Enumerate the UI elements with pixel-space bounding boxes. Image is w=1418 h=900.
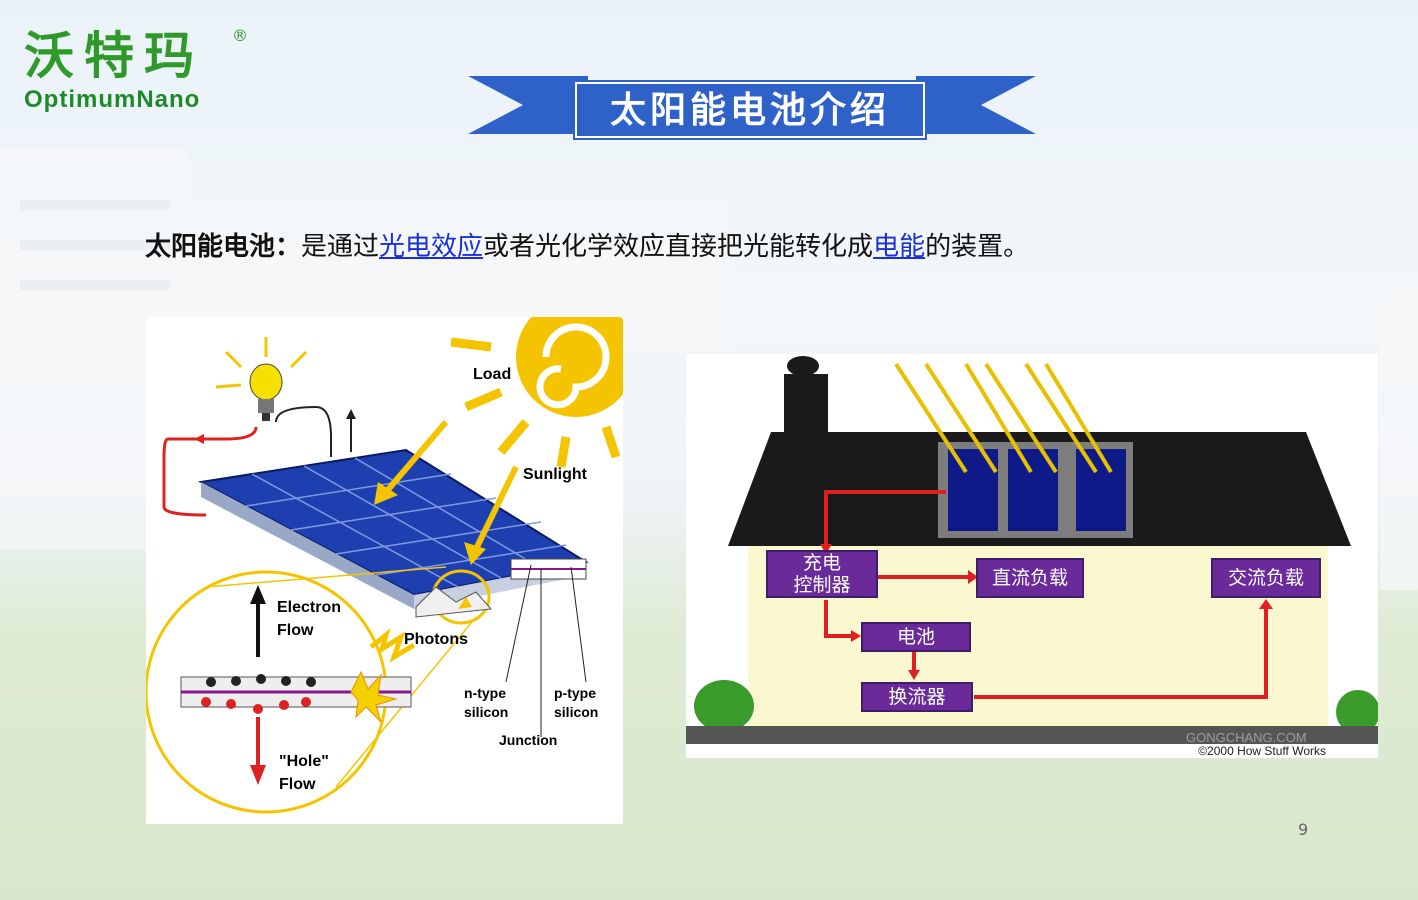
logo-chinese-name: 沃特玛 [24, 26, 204, 85]
page-number: 9 [1298, 820, 1309, 839]
solar-house-diagram: ©2000 How Stuff Works GONGCHANG.COM 充电 控… [686, 354, 1378, 758]
definition-term: 太阳能电池： [145, 232, 302, 262]
label-sunlight: Sunlight [523, 466, 588, 483]
label-n-type: n-type [464, 685, 506, 701]
company-logo: 沃特玛 ® OptimumNano [24, 26, 248, 114]
ac-load-box: 交流负载 [1211, 558, 1321, 598]
sun-icon [450, 297, 636, 468]
lightbulb-icon [215, 337, 308, 421]
label-electron: Electron [277, 599, 341, 616]
label-hole-flow: Flow [279, 776, 316, 793]
watermark-text: GONGCHANG.COM [1186, 730, 1307, 745]
label-hole: "Hole" [279, 753, 329, 770]
photoelectric-effect-link[interactable]: 光电效应 [379, 232, 484, 262]
inverter-box: 换流器 [861, 682, 973, 712]
definition-text: 太阳能电池：是通过光电效应或者光化学效应直接把光能转化成电能的装置。 [145, 232, 1030, 262]
label-p-silicon: silicon [554, 704, 598, 720]
label-n-silicon: silicon [464, 704, 508, 720]
label-photons: Photons [404, 631, 468, 648]
registered-mark: ® [232, 26, 248, 45]
label-load: Load [473, 366, 511, 383]
label-electron-flow: Flow [277, 622, 314, 639]
charge-controller-box: 充电 控制器 [766, 550, 878, 598]
electric-energy-link[interactable]: 电能 [873, 232, 926, 262]
copyright-text: ©2000 How Stuff Works [1198, 744, 1326, 758]
solar-cell-diagram: Load Sunlight Electron Flow Photons "Hol… [144, 297, 636, 824]
slide-title: 太阳能电池介绍 [573, 80, 927, 140]
label-p-type: p-type [554, 685, 596, 701]
label-junction: Junction [499, 732, 557, 748]
title-banner-ribbon [468, 76, 1036, 134]
logo-english-name: OptimumNano [24, 86, 201, 113]
dc-load-box: 直流负载 [976, 558, 1084, 598]
battery-box: 电池 [861, 622, 971, 652]
